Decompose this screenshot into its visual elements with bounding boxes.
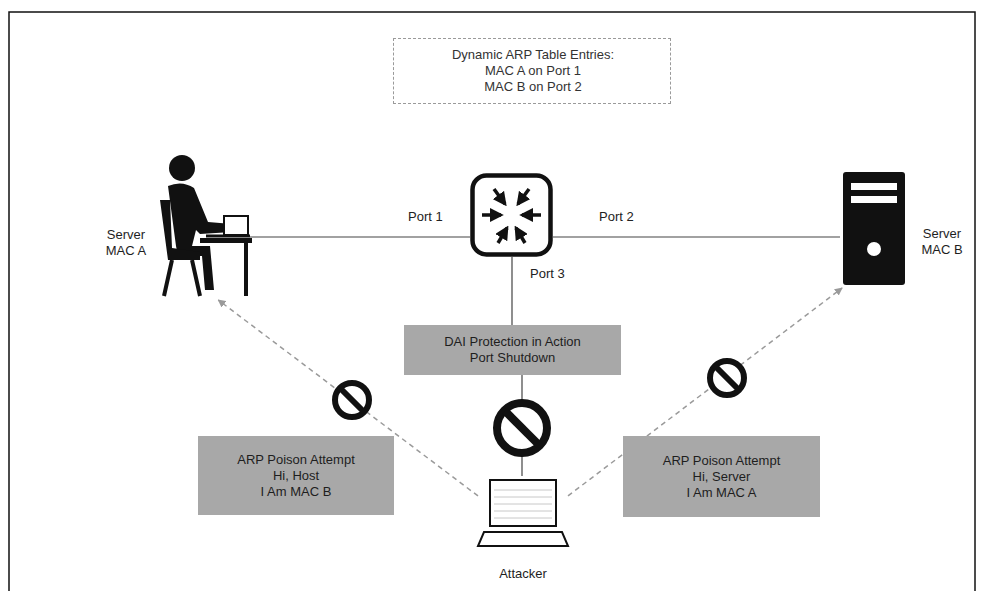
- text-wrap: ARP Poison AttemptHi, HostI Am MAC B: [198, 436, 394, 515]
- switch-arrow: [494, 189, 505, 204]
- server-tower-icon: [843, 172, 905, 285]
- switch-outline: [473, 176, 551, 255]
- block-ring: [710, 361, 744, 395]
- block-slash: [715, 366, 739, 390]
- desk-top: [200, 238, 252, 243]
- port-label: Port 3: [528, 266, 567, 282]
- port-label: Port 2: [597, 209, 636, 225]
- switch-arrow: [518, 189, 529, 204]
- box-heading: ARP Poison Attempt: [237, 452, 355, 468]
- block-ring: [497, 403, 547, 453]
- box-heading: ARP Poison Attempt: [663, 453, 781, 469]
- switch-arrow: [498, 228, 507, 243]
- text-wrap: Attacker: [478, 564, 568, 584]
- node-text: MAC B: [921, 242, 962, 258]
- monitor: [490, 480, 556, 526]
- laptop-screen: [224, 216, 248, 235]
- box-heading: DAI Protection in Action: [444, 334, 581, 350]
- node-text: Attacker: [499, 566, 547, 582]
- server-power-button: [867, 242, 881, 256]
- poison-attempt-box: ARP Poison AttemptHi, HostI Am MAC B: [198, 436, 394, 515]
- box-heading: Dynamic ARP Table Entries:: [452, 47, 614, 63]
- port-label: Port 1: [406, 209, 445, 225]
- text-wrap: DAI Protection in ActionPort Shutdown: [404, 325, 621, 375]
- attacker-computer-icon: [478, 480, 568, 546]
- text-wrap: ARP Poison AttemptHi, ServerI Am MAC A: [623, 436, 820, 517]
- node-text: Port Shutdown: [470, 350, 555, 366]
- switch-arrow: [516, 228, 525, 243]
- server-drive-slot: [851, 196, 897, 203]
- node-text: Server: [107, 227, 145, 243]
- dai-status-box: DAI Protection in ActionPort Shutdown: [404, 325, 621, 375]
- switch-icon: [470, 173, 553, 257]
- switch-arrow: [482, 213, 501, 217]
- block-symbol: [710, 361, 744, 395]
- node-text: Hi, Host: [273, 468, 319, 484]
- host-person-icon: [160, 155, 252, 296]
- block-symbol: [497, 403, 547, 453]
- network-link: [511, 257, 512, 325]
- text-wrap: ServerMAC A: [95, 226, 157, 260]
- laptop-base: [206, 235, 250, 238]
- switch-arrow: [522, 213, 541, 217]
- desk-leg: [244, 243, 248, 296]
- block-slash: [340, 388, 364, 412]
- screen-lines: [494, 490, 552, 518]
- poison-attempt-box: ARP Poison AttemptHi, ServerI Am MAC A: [623, 436, 820, 517]
- server-drive-slot: [851, 183, 897, 190]
- text-wrap: ServerMAC B: [910, 225, 974, 259]
- text-wrap: [470, 173, 553, 257]
- attacker-node: Attacker: [478, 476, 568, 586]
- node-text: MAC B on Port 2: [484, 79, 582, 95]
- server-case: [843, 172, 905, 285]
- node-text: Hi, Server: [693, 469, 751, 485]
- text-wrap: Dynamic ARP Table Entries:MAC A on Port …: [394, 39, 672, 103]
- switch-node: [470, 173, 553, 257]
- chair-back: [160, 200, 200, 260]
- block-symbol: [335, 383, 369, 417]
- block-ring: [335, 383, 369, 417]
- host-node: ServerMAC A: [95, 148, 250, 300]
- keyboard: [478, 532, 568, 546]
- node-text: Server: [923, 226, 961, 242]
- node-text: MAC A: [106, 243, 146, 259]
- person-head: [169, 155, 195, 181]
- arp-table-box: Dynamic ARP Table Entries:MAC A on Port …: [393, 38, 671, 104]
- node-text: MAC A on Port 1: [485, 63, 581, 79]
- block-slash: [505, 411, 539, 445]
- network-link: [250, 236, 470, 237]
- node-text: I Am MAC B: [261, 484, 332, 500]
- network-link: [553, 236, 840, 237]
- node-text: I Am MAC A: [686, 485, 756, 501]
- chair-legs: [164, 260, 200, 296]
- outer-frame: [9, 12, 975, 591]
- server-node: ServerMAC B: [840, 170, 976, 288]
